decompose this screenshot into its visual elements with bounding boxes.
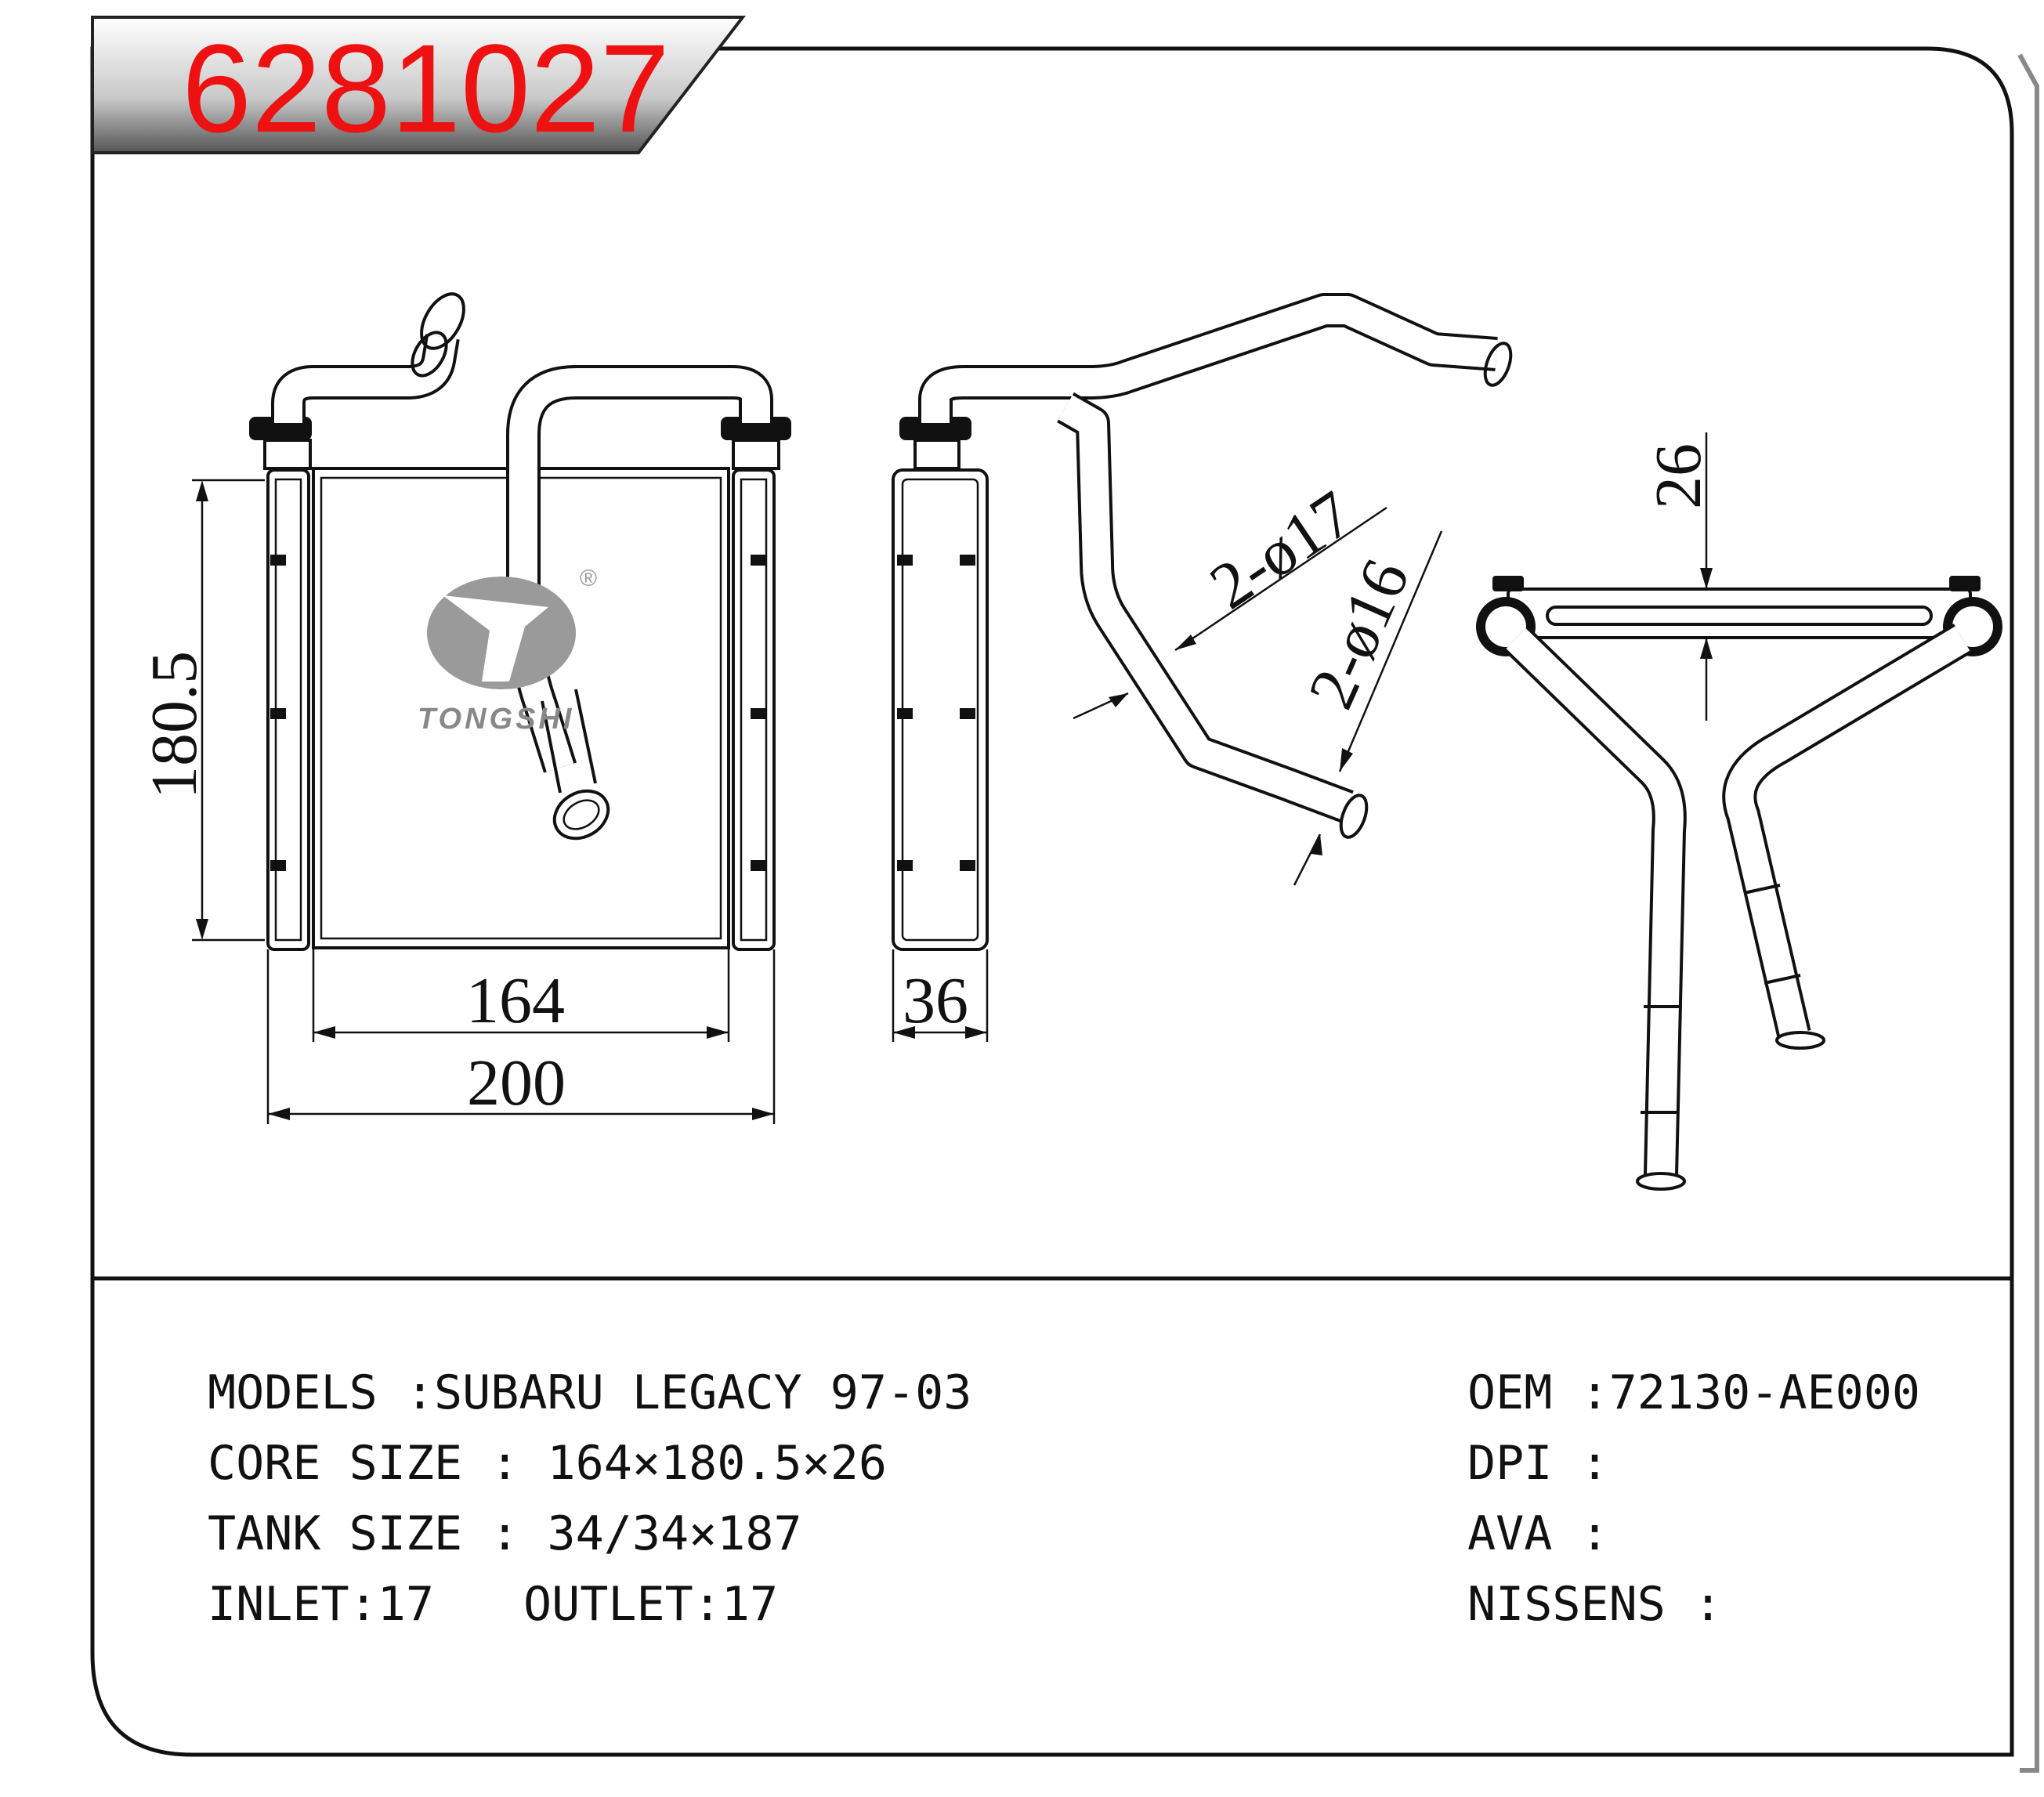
part-number: 6281027	[182, 18, 670, 158]
side-view: 2-ø17 2-ø16 36	[892, 293, 1513, 1042]
nissens-spec: NISSENS :	[1467, 1577, 1723, 1632]
tank-size-spec: TANK SIZE : 34/34×187	[208, 1506, 802, 1561]
frame-border	[90, 46, 2014, 1757]
overall-width-label: 200	[467, 1047, 566, 1119]
inlet-diameter-label: 2-ø16	[1294, 549, 1424, 719]
thickness-dimension: 26	[1642, 432, 1715, 721]
front-view: TONGSHI ® 180.5 164 200	[138, 292, 791, 1124]
height-dimension: 180.5	[138, 479, 265, 942]
outlet-spec: OUTLET:17	[523, 1577, 779, 1632]
ava-spec: AVA :	[1467, 1506, 1609, 1561]
depth-dimension: 36	[892, 949, 989, 1042]
part-number-tab: 6281027	[91, 16, 747, 158]
models-spec: MODELS :SUBARU LEGACY 97-03	[208, 1365, 972, 1420]
top-view: 26	[1476, 432, 2002, 1191]
registered-mark: ®	[580, 566, 597, 591]
top-core	[1507, 588, 1972, 639]
thickness-label: 26	[1642, 443, 1715, 509]
overall-width-dimension: 200	[266, 949, 776, 1124]
core-size-spec: CORE SIZE : 164×180.5×26	[208, 1436, 887, 1491]
frame-shadow	[2017, 53, 2039, 1773]
inlet-spec: INLET:17	[208, 1577, 434, 1632]
depth-label: 36	[903, 964, 968, 1037]
logo-text: TONGSHI	[418, 703, 574, 736]
core-width-dimension: 164	[312, 949, 730, 1042]
oem-spec: OEM :72130-AE000	[1467, 1365, 1920, 1420]
core-width-label: 164	[466, 964, 565, 1037]
dpi-spec: DPI :	[1467, 1436, 1609, 1491]
height-label: 180.5	[138, 651, 211, 799]
inlet-diameter-callout: 2-ø16	[1293, 530, 1443, 886]
tongshi-logo: TONGSHI ®	[418, 566, 597, 736]
